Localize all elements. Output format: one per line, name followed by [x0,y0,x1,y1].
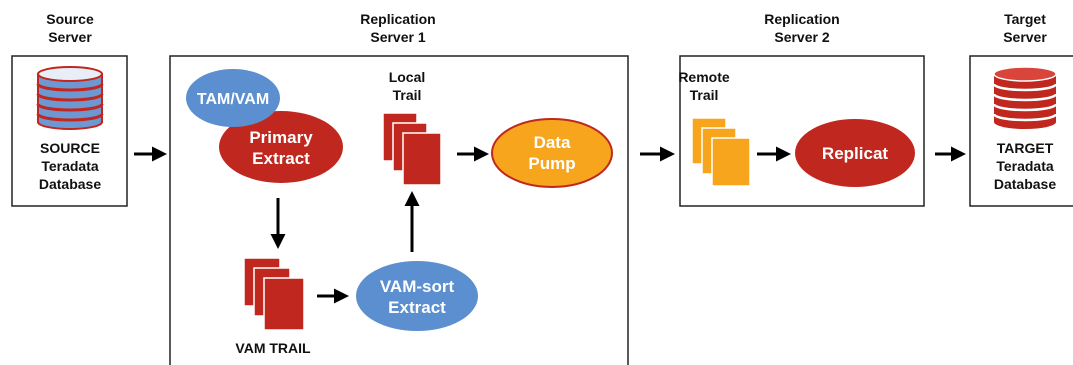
replicat-node [795,119,915,187]
source-server-header-line2: Server [48,29,92,45]
replication-server-1-header-line1: Replication [360,11,435,27]
vam-sort-extract-label-line2: Extract [388,298,446,317]
vam-trail-icon [243,257,305,331]
source-database-icon [36,66,104,130]
remote-trail-icon [691,117,751,187]
remote-trail-label-line1: Remote [678,69,730,85]
replication-server-2-header-line1: Replication [764,11,839,27]
tam-vam-node [186,69,280,127]
source-db-label-line1: SOURCE [40,140,100,156]
primary-extract-label-line1: Primary [249,128,313,147]
local-trail-icon [382,112,442,186]
data-pump-label-line1: Data [534,133,571,152]
target-db-label-line2: Teradata [996,158,1054,174]
target-server-header-line1: Target [1004,11,1046,27]
tam-vam-label: TAM/VAM [197,91,269,108]
local-trail-label-line2: Trail [393,87,422,103]
primary-extract-label-line2: Extract [252,149,310,168]
replication-server-1-header-line2: Server 1 [370,29,425,45]
vam-sort-extract-label-line1: VAM-sort [380,277,455,296]
target-db-label-line1: TARGET [997,140,1054,156]
target-database-icon [992,66,1058,129]
primary-extract-node [219,111,343,183]
local-trail-label-line1: Local [389,69,426,85]
target-db-label-line3: Database [994,176,1056,192]
data-pump-node [491,118,613,188]
source-db-label-line3: Database [39,176,101,192]
data-pump-label-line2: Pump [528,154,575,173]
vam-sort-extract-node [356,261,478,331]
target-server-header-line2: Server [1003,29,1047,45]
replication-server-2-header-line2: Server 2 [774,29,829,45]
vam-trail-label: VAM TRAIL [235,340,311,356]
source-db-label-line2: Teradata [41,158,99,174]
source-server-header-line1: Source [46,11,94,27]
remote-trail-label-line2: Trail [690,87,719,103]
replicat-label: Replicat [822,144,888,163]
